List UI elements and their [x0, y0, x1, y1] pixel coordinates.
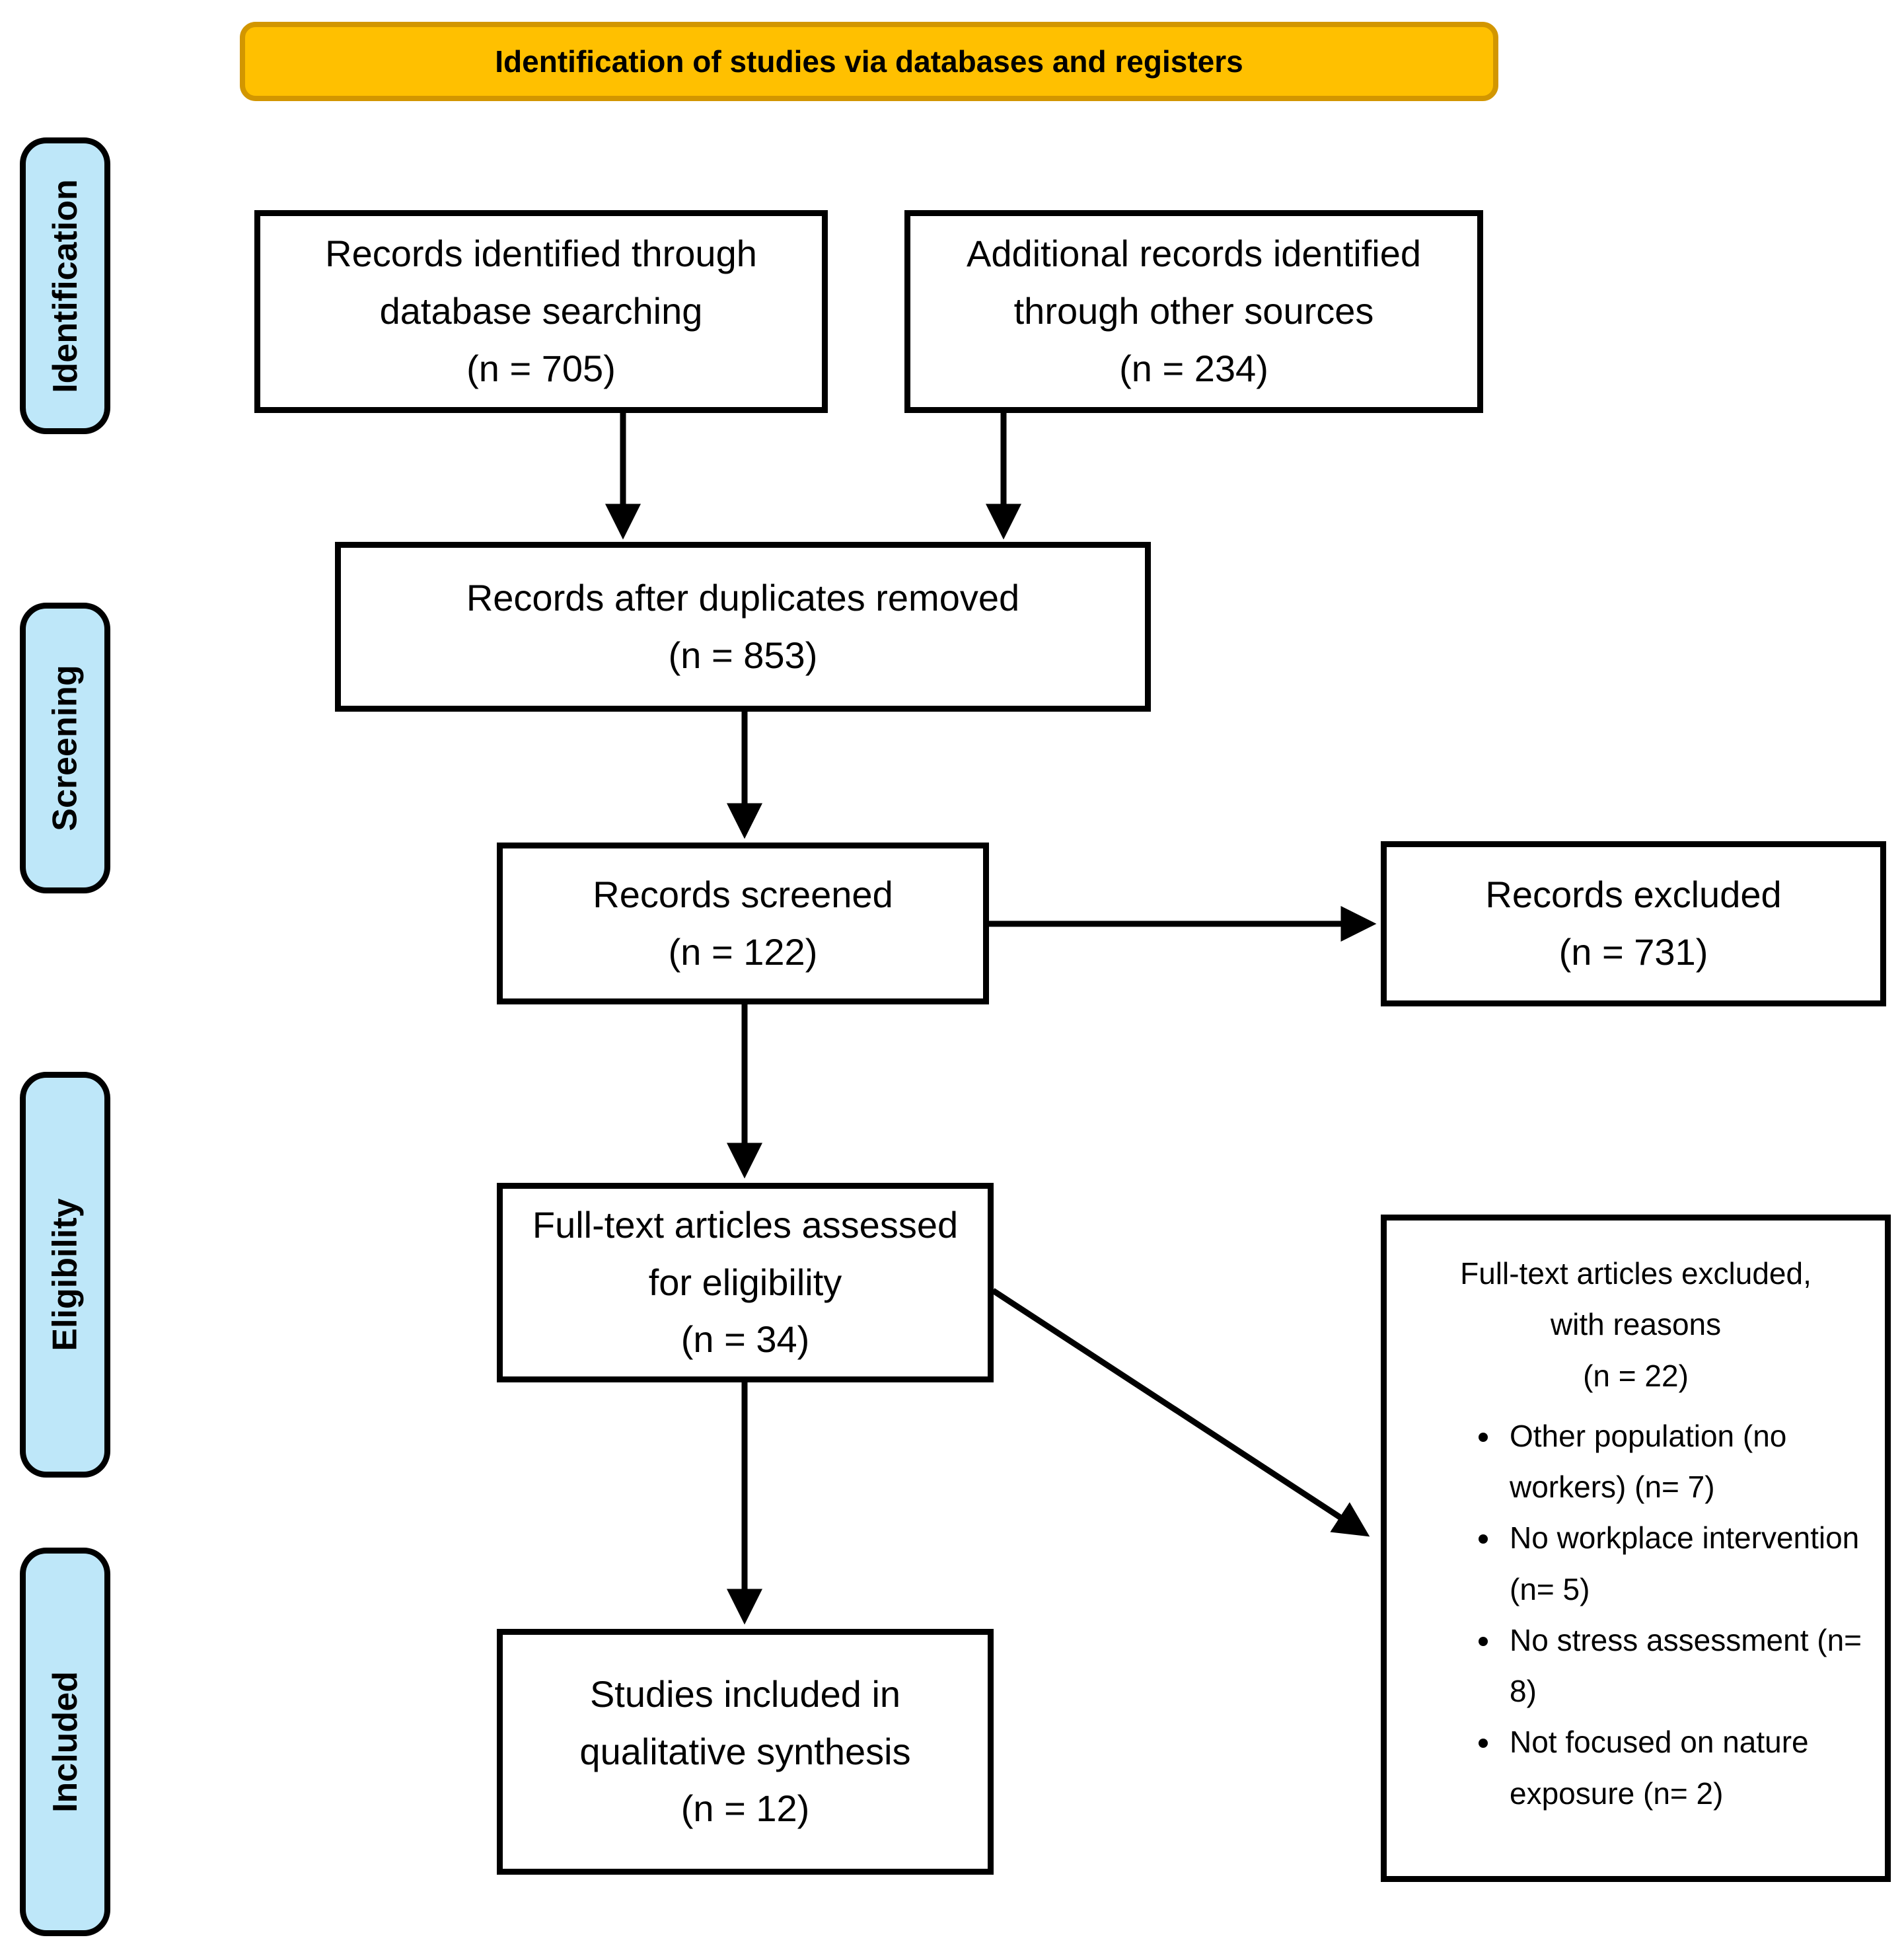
box-records-screened: Records screened (n = 122) [497, 843, 989, 1004]
arrow-fulltext-to-fulltext-excluded [991, 1288, 1370, 1537]
box-studies-included: Studies included in qualitative synthesi… [497, 1629, 994, 1875]
box-additional-records-text: Additional records identified through ot… [967, 233, 1421, 389]
box-records-screened-text: Records screened (n = 122) [593, 873, 893, 973]
box-duplicates-removed: Records after duplicates removed (n = 85… [335, 542, 1151, 712]
exclusion-reasons-list: Other population (no workers) (n= 7) No … [1409, 1411, 1862, 1819]
stage-label-included-text: Included [46, 1671, 85, 1813]
box-records-identified: Records identified through database sear… [254, 210, 828, 413]
exclusion-reason-item: No stress assessment (n= 8) [1502, 1615, 1862, 1717]
box-fulltext-assessed: Full-text articles assessed for eligibil… [497, 1183, 994, 1382]
box-additional-records: Additional records identified through ot… [904, 210, 1483, 413]
diagram-title: Identification of studies via databases … [495, 44, 1243, 79]
box-studies-included-text: Studies included in qualitative synthesi… [579, 1672, 911, 1830]
diagram-title-banner: Identification of studies via databases … [240, 22, 1498, 101]
box-duplicates-removed-text: Records after duplicates removed (n = 85… [466, 576, 1020, 676]
stage-label-screening-text: Screening [46, 665, 85, 831]
stage-label-eligibility-text: Eligibility [46, 1198, 85, 1351]
exclusion-reason-item: Not focused on nature exposure (n= 2) [1502, 1717, 1862, 1819]
box-fulltext-assessed-text: Full-text articles assessed for eligibil… [532, 1203, 959, 1361]
stage-label-identification-text: Identification [46, 178, 85, 393]
stage-label-eligibility: Eligibility [20, 1072, 110, 1478]
box-records-excluded: Records excluded (n = 731) [1381, 841, 1886, 1006]
exclusion-reason-item: No workplace intervention (n= 5) [1502, 1513, 1862, 1615]
stage-label-identification: Identification [20, 137, 110, 434]
box-fulltext-excluded-title: Full-text articles excluded, with reason… [1460, 1256, 1812, 1393]
stage-label-included: Included [20, 1548, 110, 1936]
stage-label-screening: Screening [20, 603, 110, 893]
box-fulltext-excluded: Full-text articles excluded, with reason… [1381, 1215, 1891, 1882]
box-records-excluded-text: Records excluded (n = 731) [1485, 874, 1782, 973]
exclusion-reason-item: Other population (no workers) (n= 7) [1502, 1411, 1862, 1513]
box-records-identified-text: Records identified through database sear… [325, 233, 757, 389]
